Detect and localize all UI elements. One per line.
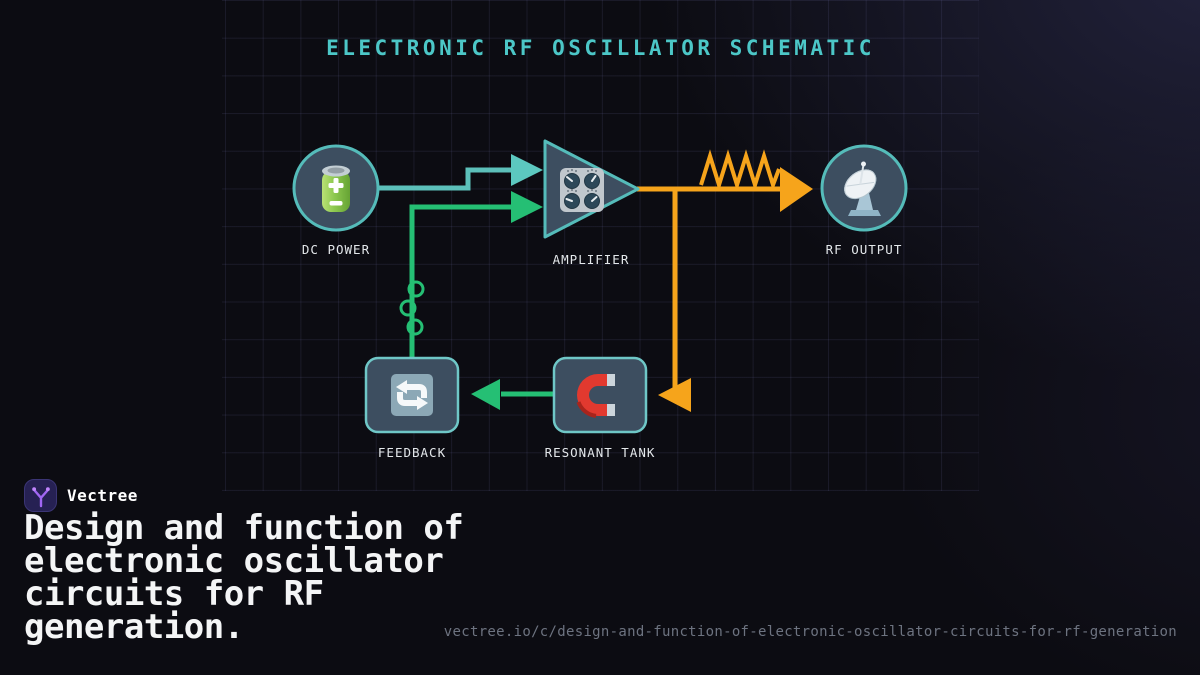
- coil-symbol: [399, 280, 425, 336]
- green-arrowhead: [511, 191, 543, 223]
- brand-name: Vectree: [67, 486, 138, 505]
- brand-row: Vectree: [24, 479, 138, 512]
- amplifier-label: AMPLIFIER: [552, 252, 630, 267]
- resonant-tank-label: RESONANT TANK: [544, 445, 656, 460]
- edge-feedback-to-amplifier: [399, 191, 543, 360]
- green-arrowhead-left: [471, 379, 500, 410]
- resistor-zigzag: [699, 149, 781, 192]
- headline: Design and function of electronic oscill…: [24, 508, 464, 647]
- battery-icon: [322, 165, 350, 212]
- teal-arrowhead: [511, 154, 543, 186]
- schematic-title: ELECTRONIC RF OSCILLATOR SCHEMATIC: [326, 36, 875, 60]
- orange-arrowhead-down: [658, 378, 691, 412]
- vectree-logo-icon: [24, 479, 57, 512]
- satellite-antenna-icon: [844, 161, 881, 216]
- dc-power-label: DC POWER: [301, 242, 371, 257]
- control-knobs-icon: [560, 168, 604, 212]
- edge-amplifier-to-resonanttank: [658, 189, 691, 412]
- magnet-icon: [576, 374, 615, 418]
- edge-resonanttank-to-feedback: [471, 379, 554, 410]
- page-url: vectree.io/c/design-and-function-of-elec…: [443, 624, 1177, 640]
- feedback-label: FEEDBACK: [377, 445, 447, 460]
- oscillator-schematic: [292, 139, 908, 434]
- edge-dcpower-to-amplifier: [372, 154, 543, 191]
- counterclockwise-arrows-icon: [391, 374, 433, 416]
- orange-arrowhead: [780, 167, 813, 212]
- rf-output-label: RF OUTPUT: [825, 242, 903, 257]
- resonant-tank-node: [552, 356, 648, 434]
- edge-amplifier-to-rfoutput: [637, 149, 813, 212]
